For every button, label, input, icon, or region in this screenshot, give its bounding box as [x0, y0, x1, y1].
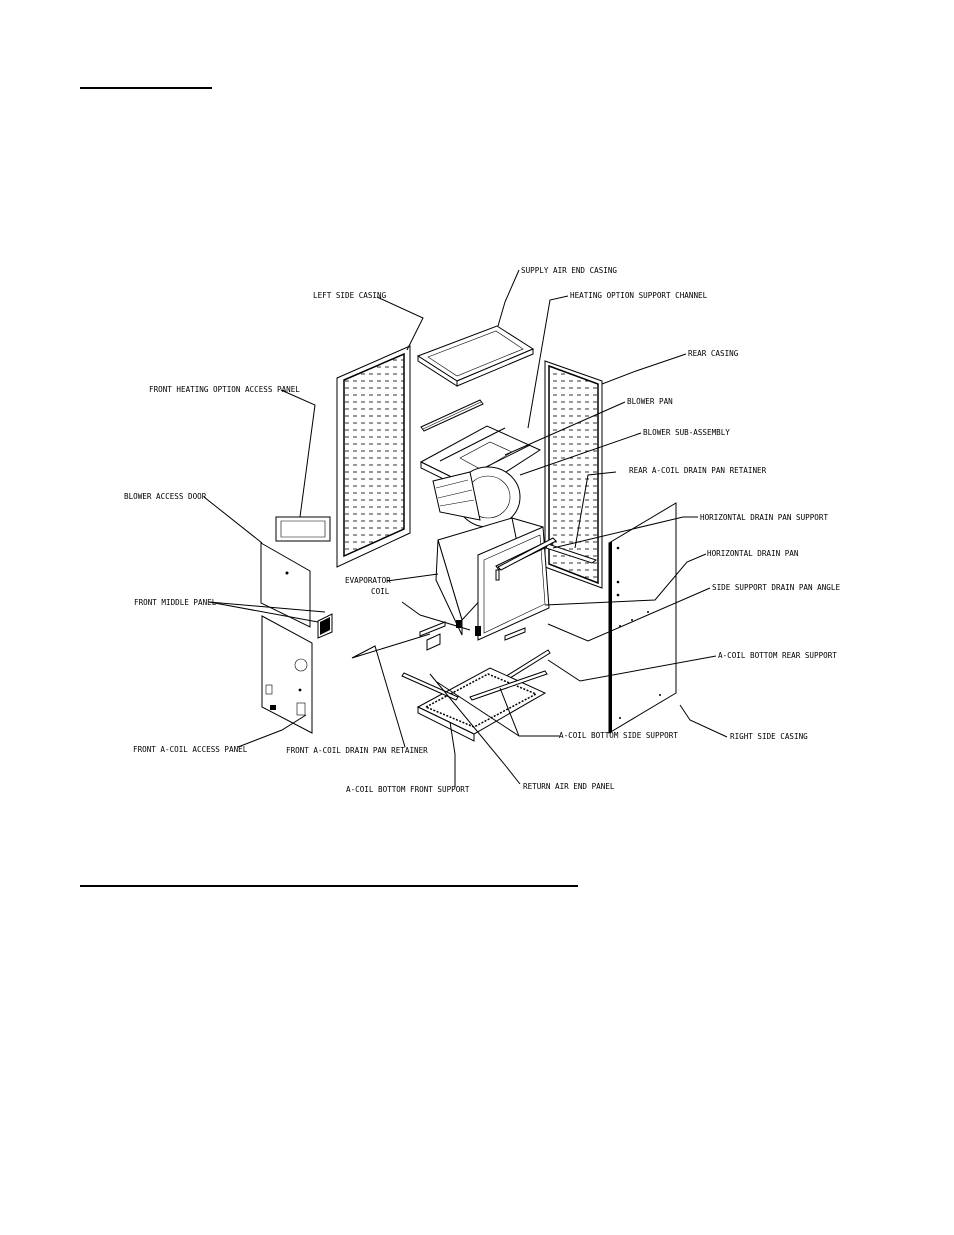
leader-lines: [203, 269, 728, 787]
label-a-coil-bottom-rear-support: A-COIL BOTTOM REAR SUPPORT: [718, 651, 837, 660]
front-a-coil-drain-pan-retainer-part: [426, 633, 441, 651]
a-coil-bottom-side-support-part: [469, 670, 548, 701]
supply-air-end-casing-part: [416, 325, 535, 387]
front-middle-panel-part: [317, 613, 333, 639]
bottom-rule: [80, 885, 578, 887]
blower-access-door-part: [260, 542, 311, 628]
rear-casing-part: [544, 360, 603, 589]
label-rear-casing: REAR CASING: [688, 349, 739, 358]
label-blower-pan: BLOWER PAN: [627, 397, 673, 406]
label-evaporator-coil-line1: EVAPORATOR: [345, 576, 391, 585]
label-supply-air-end-casing: SUPPLY AIR END CASING: [521, 266, 617, 275]
label-left-side-casing: LEFT SIDE CASING: [313, 291, 387, 300]
label-heating-option-support-channel: HEATING OPTION SUPPORT CHANNEL: [570, 291, 708, 300]
top-rule: [80, 87, 212, 89]
front-a-coil-access-panel-part: [261, 615, 313, 734]
label-rear-a-coil-drain-pan-retainer: REAR A-COIL DRAIN PAN RETAINER: [629, 466, 767, 475]
label-horizontal-drain-pan: HORIZONTAL DRAIN PAN: [707, 549, 799, 558]
label-front-heating-option-access-panel: FRONT HEATING OPTION ACCESS PANEL: [149, 385, 300, 394]
left-side-casing-part: [336, 345, 411, 568]
label-side-support-drain-pan-angle: SIDE SUPPORT DRAIN PAN ANGLE: [712, 583, 840, 592]
label-blower-access-door: BLOWER ACCESS DOOR: [124, 492, 207, 501]
label-return-air-end-panel: RETURN AIR END PANEL: [523, 782, 615, 791]
horizontal-drain-pan-support-part: [497, 537, 557, 571]
label-front-a-coil-access-panel: FRONT A-COIL ACCESS PANEL: [133, 745, 248, 754]
evaporator-coil-part: [435, 517, 598, 641]
part-labels: SUPPLY AIR END CASING HEATING OPTION SUP…: [124, 266, 840, 794]
label-right-side-casing: RIGHT SIDE CASING: [730, 732, 808, 741]
heating-option-support-channel-part: [420, 399, 484, 432]
label-front-a-coil-drain-pan-retainer: FRONT A-COIL DRAIN PAN RETAINER: [286, 746, 428, 755]
label-evaporator-coil-line2: COIL: [371, 587, 390, 596]
label-a-coil-bottom-front-support: A-COIL BOTTOM FRONT SUPPORT: [346, 785, 470, 794]
blower-sub-assembly-part: [432, 466, 521, 528]
label-horizontal-drain-pan-support: HORIZONTAL DRAIN PAN SUPPORT: [700, 513, 828, 522]
right-side-casing-part: [608, 502, 677, 734]
label-front-middle-panel: FRONT MIDDLE PANEL: [134, 598, 217, 607]
front-heating-option-access-panel-part: [275, 516, 331, 542]
label-blower-sub-assembly: BLOWER SUB-ASSEMBLY: [643, 428, 730, 437]
label-a-coil-bottom-side-support: A-COIL BOTTOM SIDE SUPPORT: [559, 731, 678, 740]
a-coil-bottom-front-support-part: [401, 672, 459, 701]
